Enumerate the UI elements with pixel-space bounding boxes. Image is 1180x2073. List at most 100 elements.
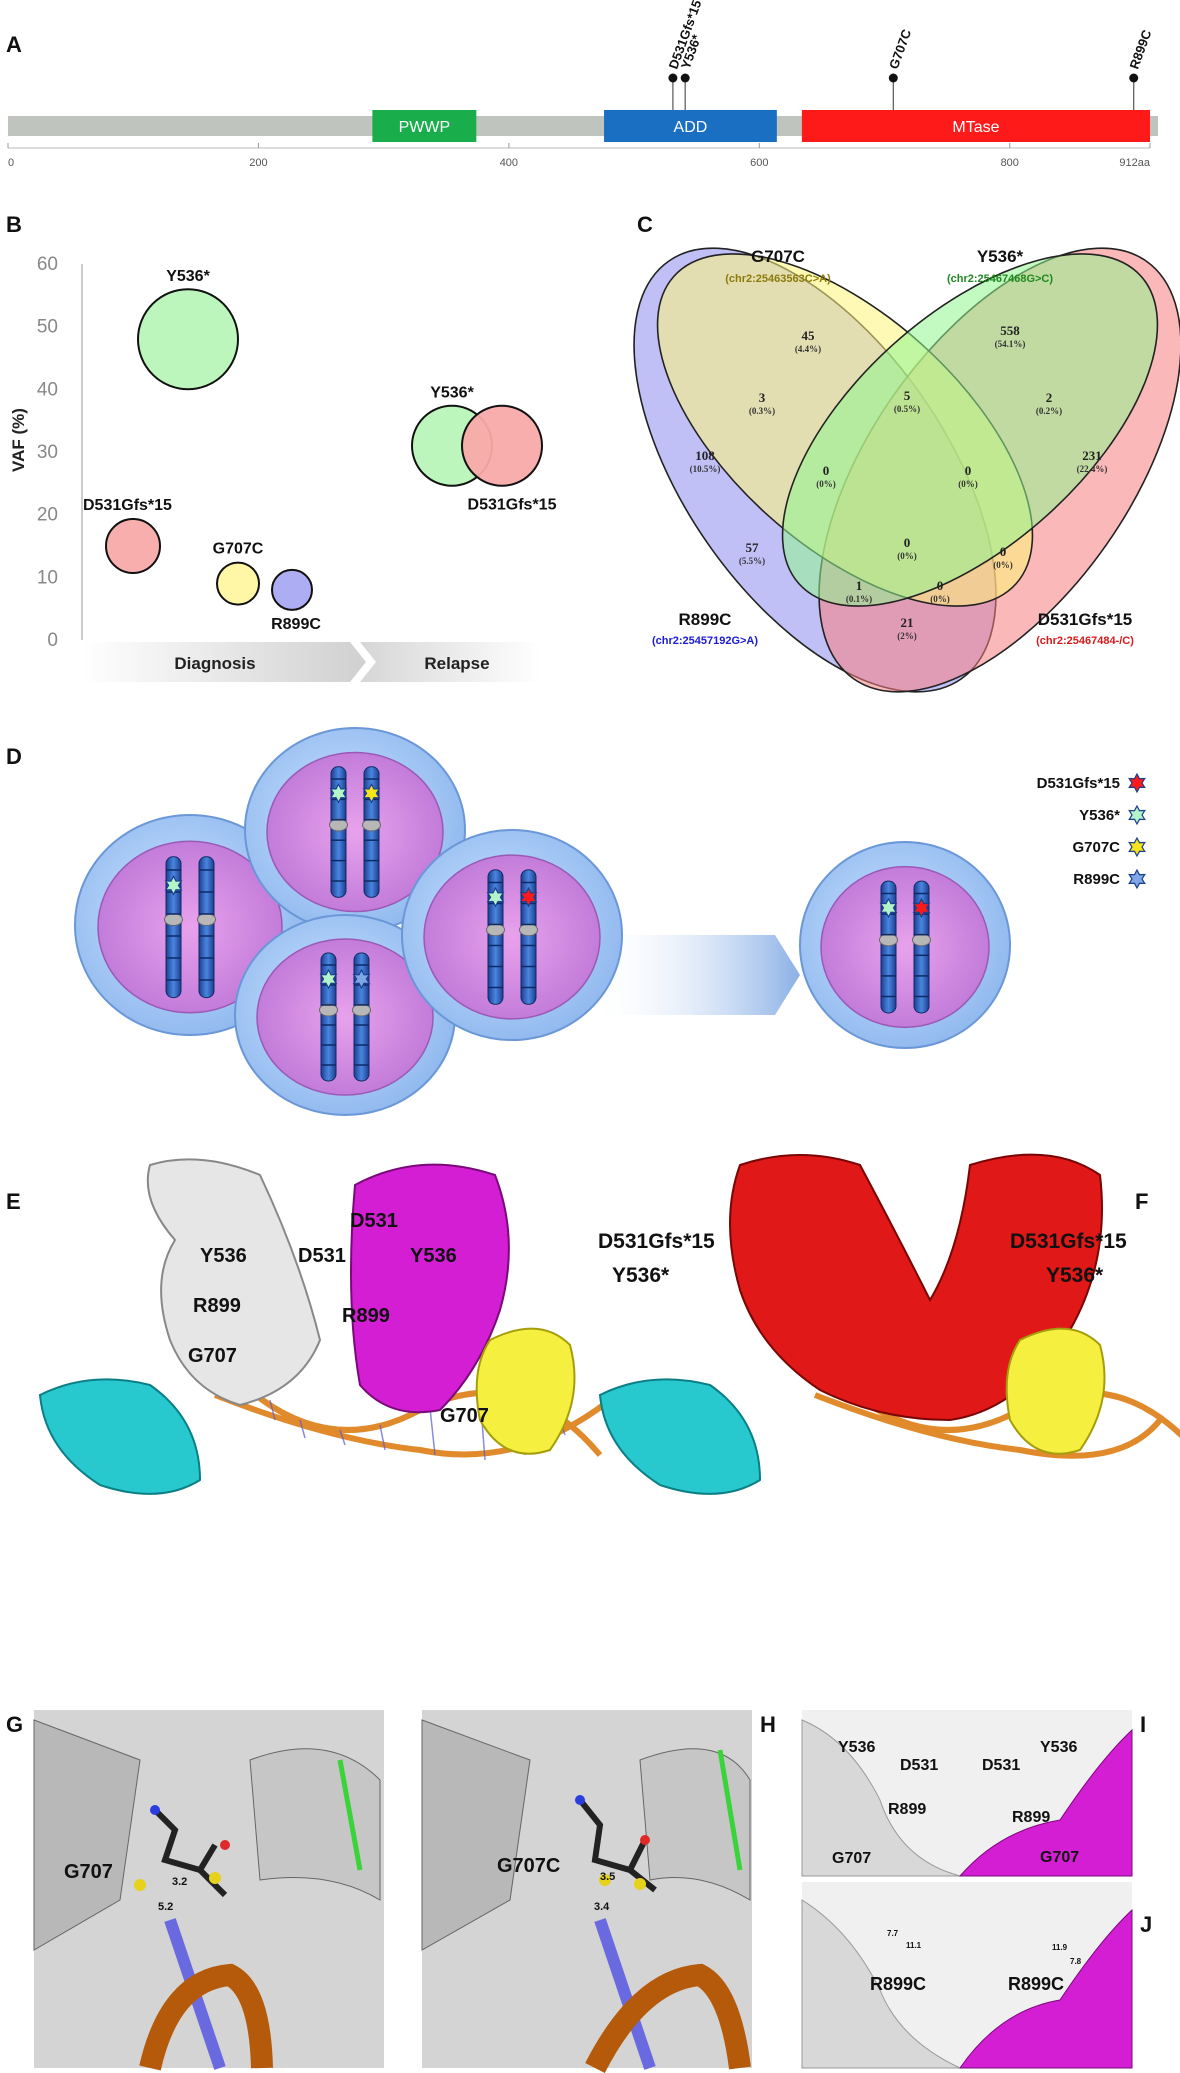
structure-label: D531: [900, 1757, 938, 1774]
legend-d-label: D531Gfs*15: [1037, 775, 1120, 792]
structure-label: 7.7: [887, 1929, 899, 1938]
zoom-h-helix: [639, 1748, 751, 1901]
diagnosis-band: [82, 642, 366, 682]
mutation-star-icon: [1128, 804, 1146, 826]
domain-axis-tick-label: 912aa: [1119, 157, 1150, 169]
y-tick-label: 30: [37, 442, 58, 463]
venn-set-label: D531Gfs*15: [1038, 610, 1133, 629]
venn-region-percent: (2%): [897, 631, 917, 641]
centromere: [352, 1003, 371, 1017]
protein-chain-a-white: [146, 1158, 322, 1407]
zoom-g-helix: [249, 1748, 381, 1901]
mutation-star-icon: [329, 783, 348, 804]
bubble-diagnosis: [137, 288, 239, 391]
cell-nucleus: [423, 854, 601, 1020]
mutation-lollipop: [668, 73, 678, 83]
venn-region-percent: (0%): [958, 479, 978, 489]
venn-region-count: 0: [937, 578, 944, 593]
panel-label-b: B: [6, 212, 22, 237]
cell: [244, 727, 466, 933]
mutation-lollipop: [680, 73, 690, 83]
y-tick-label: 20: [37, 505, 58, 526]
mutation-star-icon: [1128, 836, 1146, 858]
venn-set-label: G707C: [751, 247, 805, 266]
domain-axis-tick-label: 400: [500, 157, 518, 169]
venn-region-count: 5: [904, 388, 911, 403]
structure-label: G707: [64, 1861, 113, 1883]
chromosome: [198, 856, 215, 999]
y-tick-label: 40: [37, 379, 58, 400]
bubble-label: D531Gfs*15: [468, 497, 557, 514]
venn-set-y536: [781, 253, 1159, 607]
category-diagnosis: Diagnosis: [174, 654, 255, 673]
mutation-star-icon: [352, 968, 371, 990]
venn-region-count: 2: [1046, 390, 1053, 405]
venn-region-percent: (54.1%): [995, 339, 1026, 349]
structure-label: G707C: [497, 1855, 560, 1877]
venn-set-label: R899C: [679, 610, 732, 629]
domain-axis-tick-label: 200: [249, 157, 267, 169]
cell-nucleus: [266, 751, 444, 913]
mutation-star-icon: [319, 968, 338, 990]
zoom-h-backbone: [585, 1963, 751, 2073]
panel-label-f: F: [1135, 1189, 1148, 1214]
venn-region-percent: (0.2%): [1036, 406, 1062, 416]
truncated-protein-red: [729, 1153, 1103, 1422]
venn-region-count: 558: [1000, 323, 1020, 338]
structure-label: Y536*: [1046, 1264, 1104, 1287]
venn-region-count: 0: [965, 463, 972, 478]
mutation-label: R899C: [1126, 27, 1154, 71]
venn-region-percent: (0.3%): [749, 406, 775, 416]
bubble-diagnosis: [105, 518, 161, 574]
protein-chain-yellow: [475, 1327, 576, 1455]
mutation-lollipop: [888, 73, 898, 83]
mutation-label: G707C: [886, 27, 914, 71]
structure-label: Y536: [200, 1245, 247, 1267]
structure-label: D531: [298, 1245, 346, 1267]
structure-label: D531Gfs*15: [598, 1230, 715, 1253]
zoom-h-base: [594, 1918, 656, 2070]
venn-set-sublabel: (chr2:25467468G>C): [947, 273, 1053, 285]
cell: [799, 841, 1011, 1049]
protein-chain-b-magenta: [350, 1163, 510, 1414]
domain-axis-tick-label: 800: [1001, 157, 1019, 169]
venn-region-count: 231: [1082, 448, 1102, 463]
bubble-relapse: [461, 404, 543, 487]
legend-d-label: R899C: [1073, 871, 1120, 888]
y-tick-label: 0: [47, 630, 58, 651]
cell-nucleus: [97, 840, 283, 1014]
domain-label: PWWP: [399, 119, 451, 136]
bubble-label: D531Gfs*15: [83, 497, 172, 514]
structure-label: 3.5: [600, 1871, 615, 1883]
domain-label: ADD: [674, 119, 708, 136]
domain-mtase: [801, 110, 1150, 142]
structure-label: G707: [1040, 1849, 1079, 1866]
evolution-arrow: [590, 935, 800, 1015]
protein-chain-cyan: [38, 1378, 202, 1495]
panel-label-a: A: [6, 32, 22, 57]
cell: [234, 914, 456, 1116]
bubble-label: Y536*: [430, 385, 474, 402]
structure-label: 11.9: [1052, 1943, 1068, 1952]
y-tick-label: 10: [37, 567, 58, 588]
structure-label: R899C: [870, 1974, 926, 1994]
legend-d-label: G707C: [1072, 839, 1120, 856]
venn-region-percent: (4.4%): [795, 344, 821, 354]
cell-nucleus: [256, 938, 434, 1096]
centromere: [486, 923, 505, 937]
bubble-diagnosis: [271, 568, 313, 611]
panel-label-j: J: [1140, 1912, 1152, 1937]
structure-label: G707: [832, 1850, 871, 1867]
structure-label: D531Gfs*15: [1010, 1230, 1127, 1253]
zoom-j-magenta-chain: [959, 1908, 1133, 2069]
domain-add: [604, 110, 777, 142]
centromere: [197, 913, 216, 926]
structure-label: Y536: [1040, 1739, 1077, 1756]
venn-region-count: 0: [1000, 544, 1007, 559]
